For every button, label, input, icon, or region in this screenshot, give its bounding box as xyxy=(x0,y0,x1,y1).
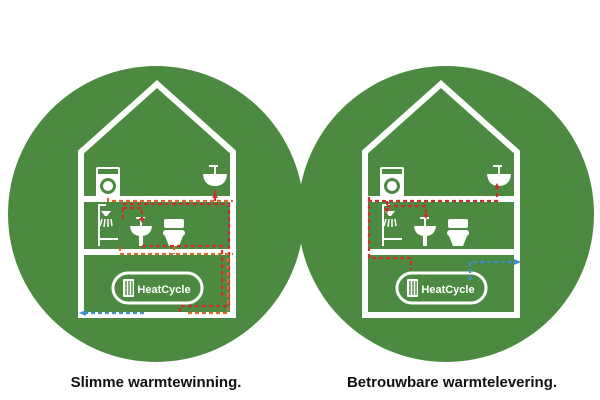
right-hot-arrows xyxy=(384,183,500,219)
washing-machine-icon xyxy=(96,167,120,197)
washing-machine-icon-right xyxy=(380,167,404,197)
right-cold-arrow xyxy=(514,259,521,265)
caption-heat-recovery: Slimme warmtewinning. xyxy=(70,374,242,391)
heatcycle-label-left: HeatCycle xyxy=(137,284,190,296)
heatcycle-unit-right: HeatCycle xyxy=(395,271,488,305)
left-cold-arrow xyxy=(79,310,86,316)
toilet-icon-right xyxy=(447,219,469,246)
left-pipes xyxy=(84,190,233,315)
left-hot-arrows xyxy=(139,193,218,223)
right-house-outline xyxy=(362,79,520,318)
heatcycle-unit-left: HeatCycle xyxy=(111,271,204,305)
right-cold-pipe xyxy=(468,260,516,280)
heatcycle-label-right: HeatCycle xyxy=(421,284,474,296)
caption-heat-delivery: Betrouwbare warmtelevering. xyxy=(346,374,558,391)
shower-icon xyxy=(98,204,118,246)
washbasin-icon-right xyxy=(414,217,436,246)
left-house-outline xyxy=(78,79,236,318)
sink-icon xyxy=(203,165,227,186)
right-house: HeatCycle xyxy=(362,79,521,318)
toilet-icon xyxy=(163,219,185,246)
sink-icon-right xyxy=(487,165,511,186)
left-house: HeatCycle xyxy=(78,79,236,318)
